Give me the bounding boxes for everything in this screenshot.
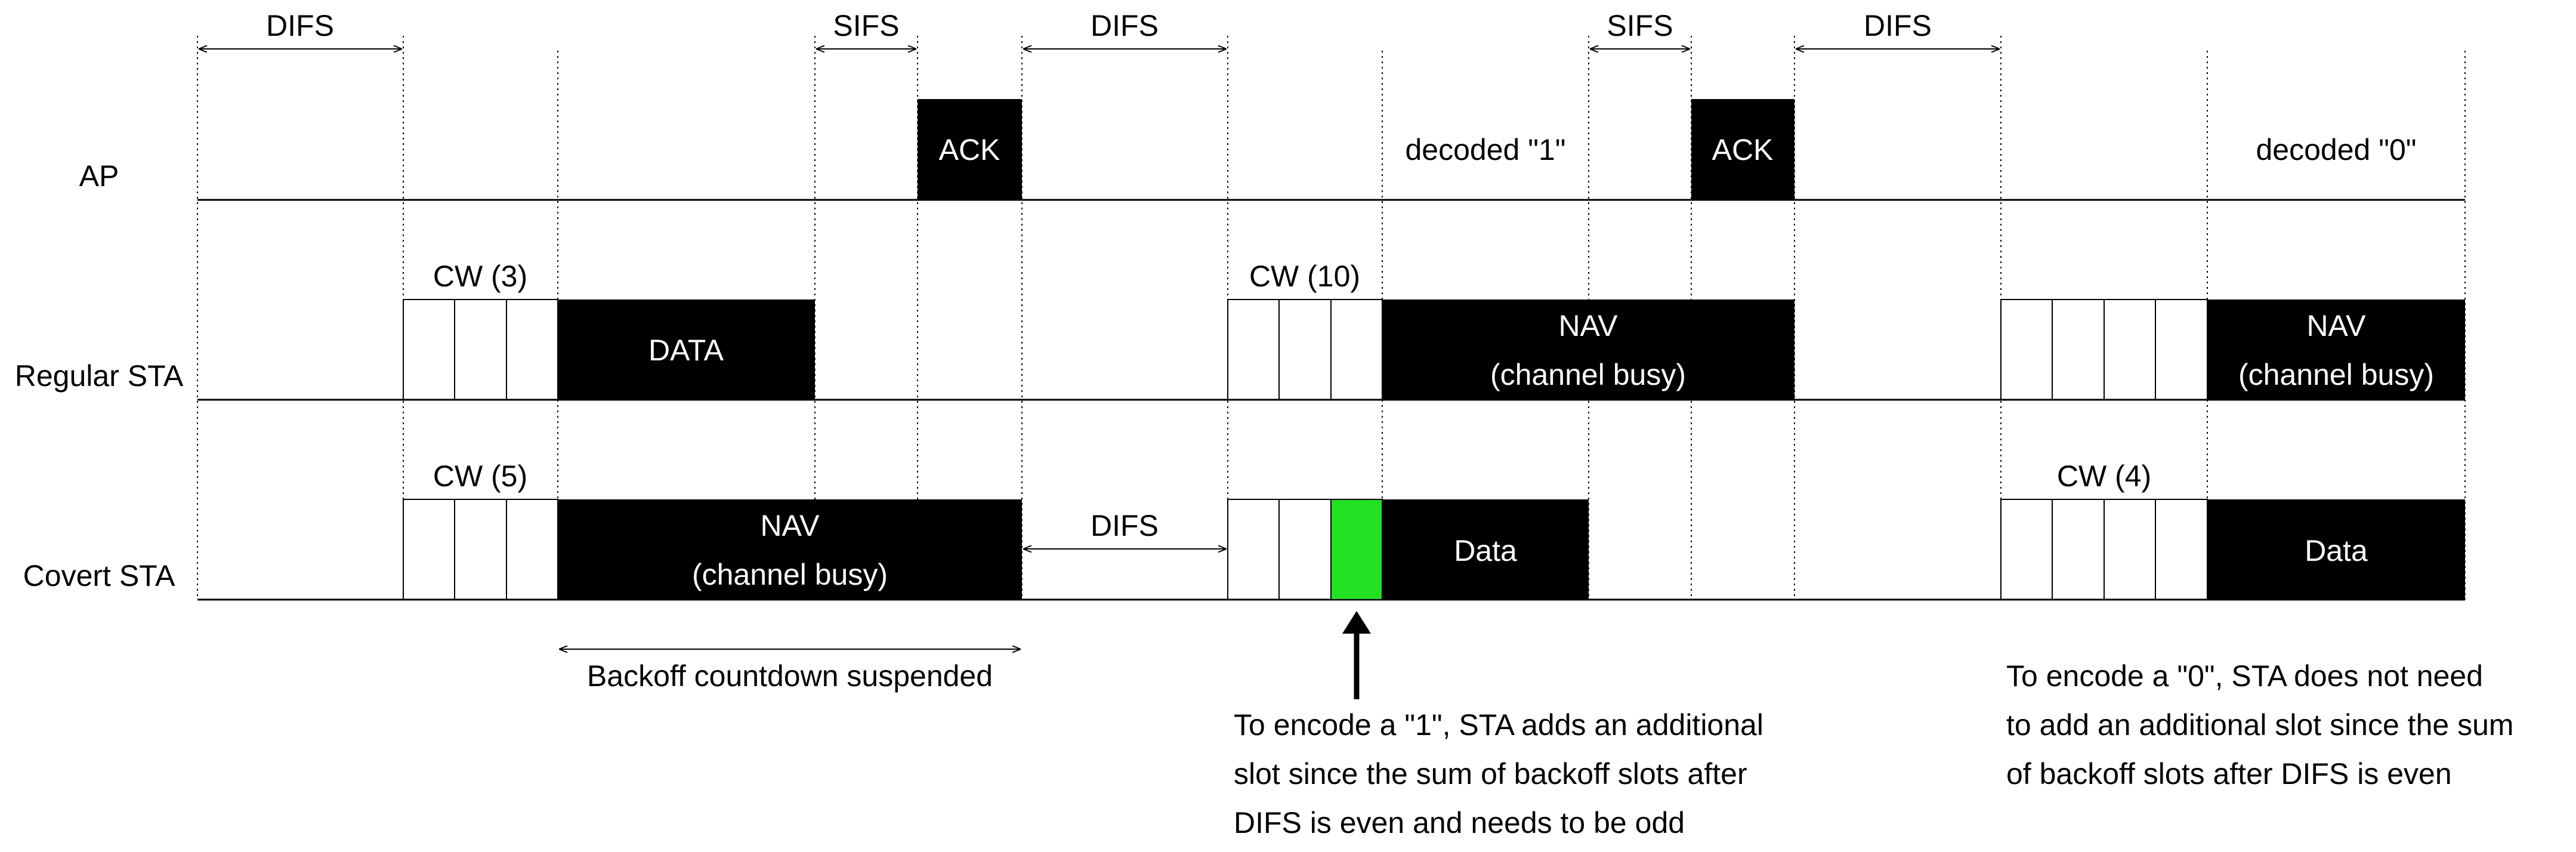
- backoff-suspended-label: Backoff countdown suspended: [587, 659, 993, 693]
- regular-nav-2-line1: NAV: [2306, 309, 2366, 342]
- row-label-covert-sta: Covert STA: [23, 559, 175, 592]
- regular-cw-label-2: CW (10): [1249, 260, 1360, 293]
- difs-label-covert: DIFS: [1091, 509, 1159, 542]
- covert-cw-slots-1: [403, 499, 558, 600]
- ack-label-1: ACK: [939, 133, 1000, 166]
- decoded-1-label: decoded "1": [1405, 133, 1565, 166]
- extra-backoff-slot: [1330, 499, 1383, 600]
- row-label-ap: AP: [79, 159, 119, 193]
- row-label-regular-sta: Regular STA: [15, 359, 184, 393]
- regular-data-block: [558, 300, 815, 400]
- difs-label-3: DIFS: [1864, 9, 1932, 42]
- ack-block-1: [918, 99, 1022, 200]
- ack-block-2: [1691, 99, 1794, 200]
- covert-cw-slots-3: [2000, 499, 2208, 600]
- covert-nav-line2: (channel busy): [692, 558, 888, 591]
- regular-nav-1-line1: NAV: [1558, 309, 1618, 342]
- regular-cw-slots-2: [1227, 299, 1383, 400]
- covert-nav-line1: NAV: [760, 509, 820, 542]
- covert-cw-label-1: CW (5): [433, 459, 527, 493]
- regular-nav-block-2: [2207, 300, 2465, 400]
- covert-data-label-2: Data: [2305, 534, 2368, 567]
- regular-nav-block-1: [1382, 300, 1794, 400]
- encode-1-line-3: DIFS is even and needs to be odd: [1234, 806, 1685, 839]
- covert-data-block-1: [1382, 499, 1589, 600]
- regular-cw-label-1: CW (3): [433, 260, 527, 293]
- sifs-label-2: SIFS: [1607, 9, 1673, 42]
- sifs-label-1: SIFS: [833, 9, 899, 42]
- regular-cw-slots-1: [403, 299, 558, 400]
- difs-label-2: DIFS: [1091, 9, 1159, 42]
- regular-nav-1-line2: (channel busy): [1490, 358, 1686, 391]
- regular-cw-slots-3: [2000, 299, 2208, 400]
- covert-data-block-2: [2207, 499, 2465, 600]
- regular-nav-2-line2: (channel busy): [2238, 358, 2434, 391]
- covert-cw-label-2: CW (4): [2057, 459, 2151, 493]
- encode-1-line-1: To encode a "1", STA adds an additional: [1234, 708, 1763, 742]
- covert-cw-slots-2: [1227, 499, 1332, 600]
- encode-0-line-3: of backoff slots after DIFS is even: [2006, 757, 2452, 791]
- regular-data-label: DATA: [648, 334, 724, 367]
- difs-label-1: DIFS: [266, 9, 334, 42]
- encode-1-line-2: slot since the sum of backoff slots afte…: [1234, 757, 1747, 791]
- encode-0-line-1: To encode a "0", STA does not need: [2006, 659, 2483, 693]
- up-arrow-icon: [1342, 611, 1371, 699]
- covert-nav-block: [558, 499, 1022, 600]
- encode-0-line-2: to add an additional slot since the sum: [2006, 708, 2514, 742]
- interval-arrows: [199, 49, 2000, 649]
- ack-label-2: ACK: [1712, 133, 1774, 166]
- decoded-0-label: decoded "0": [2256, 133, 2416, 166]
- covert-data-label-1: Data: [1454, 534, 1517, 567]
